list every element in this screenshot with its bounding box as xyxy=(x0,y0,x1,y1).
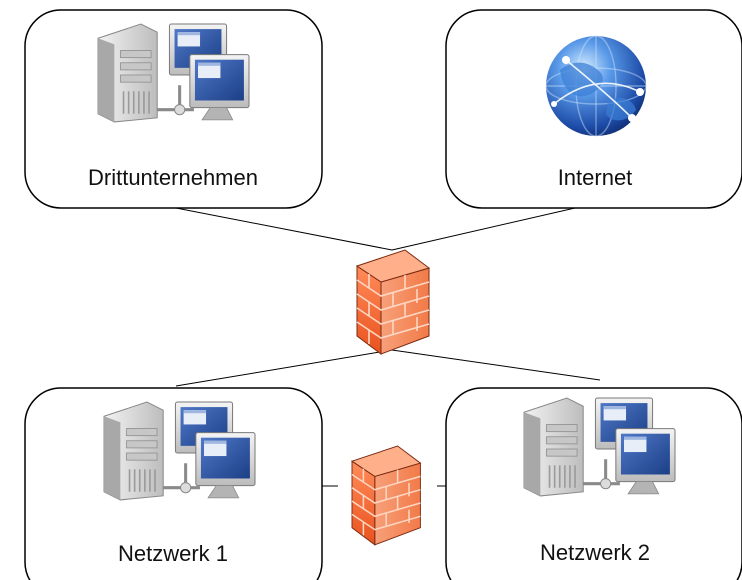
network1-label: Netzwerk 1 xyxy=(118,541,228,566)
connector-internet-to-firewall xyxy=(391,207,576,251)
connector-third-party-to-firewall xyxy=(175,207,393,251)
network2-node: Netzwerk 2 xyxy=(445,387,742,580)
firewall-icon xyxy=(356,249,430,355)
connector-firewall-to-network1 xyxy=(175,349,393,387)
globe-icon xyxy=(545,35,647,137)
network1-node: Netzwerk 1 xyxy=(24,387,323,580)
third-party-node: Drittunternehmen xyxy=(24,9,323,209)
connector-firewall-to-network2 xyxy=(391,349,601,381)
connector-lines xyxy=(175,207,601,487)
internet-node: Internet xyxy=(445,9,742,209)
firewall-icon xyxy=(351,445,422,546)
network2-label: Netzwerk 2 xyxy=(540,540,650,565)
third-party-label: Drittunternehmen xyxy=(88,165,258,190)
internet-label: Internet xyxy=(558,165,633,190)
